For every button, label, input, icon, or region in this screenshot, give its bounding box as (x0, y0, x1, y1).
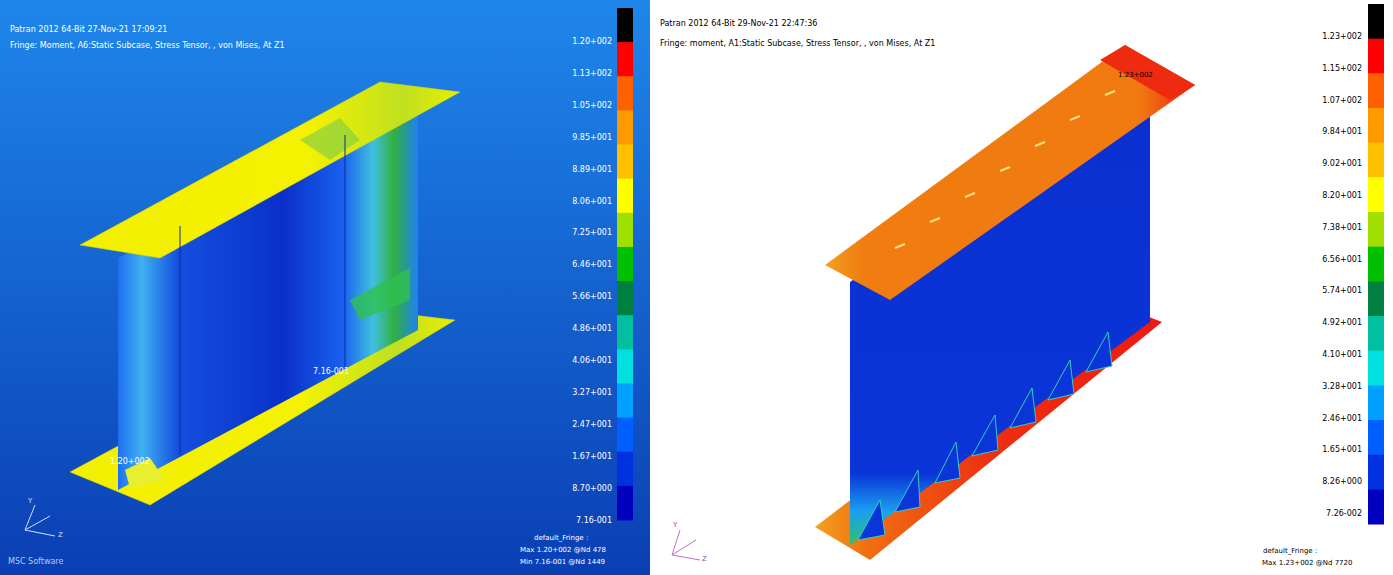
scale-value: 9.85+001 (572, 134, 612, 142)
axis-label: Y (28, 498, 32, 505)
color-bar-segment (1368, 489, 1384, 524)
axis-label: Y (673, 522, 677, 529)
color-bar-segment (617, 213, 633, 248)
scale-value: 1.15+002 (1322, 65, 1362, 73)
color-bar-segment (617, 281, 633, 316)
footer-text: Min 7.16-001 @Nd 1449 (520, 559, 605, 566)
color-bar-segment (1368, 73, 1384, 108)
scale-value: 8.89+001 (572, 166, 612, 174)
value-marker: 1.23+002 (1118, 72, 1153, 79)
header-text: Patran 2012 64-Bit 29-Nov-21 22:47:36 (660, 20, 817, 28)
scale-value: 1.65+001 (1322, 446, 1362, 454)
color-bar-segment (617, 349, 633, 384)
scale-value: 8.06+001 (572, 198, 612, 206)
color-bar-segment (617, 110, 633, 145)
axis-label: Z (702, 556, 707, 563)
color-bar-segment (617, 383, 633, 418)
color-bar-segment (617, 315, 633, 350)
scale-value: 7.38+001 (1322, 224, 1362, 232)
color-bar-segment (617, 42, 633, 77)
header-text: Fringe: moment, A1:Static Subcase, Stres… (660, 40, 935, 48)
color-bar-segment (1368, 39, 1384, 74)
header-text: Patran 2012 64-Bit 27-Nov-21 17:09:21 (10, 26, 167, 34)
scale-value: 8.26+000 (1322, 478, 1362, 486)
scale-value: 1.07+002 (1322, 97, 1362, 105)
scale-value: 4.86+001 (572, 325, 612, 333)
footer-text: Max 1.23+002 @Nd 7720 (1262, 560, 1352, 567)
scale-value: 9.02+001 (1322, 160, 1362, 168)
footer-text: default_Fringe : (1263, 548, 1317, 555)
value-marker: 1.20+002 (110, 458, 150, 466)
scale-value: 7.25+001 (572, 229, 612, 237)
scale-value: 4.06+001 (572, 357, 612, 365)
header-text: Fringe: Moment, A6:Static Subcase, Stres… (10, 42, 285, 50)
scale-value: 2.47+001 (572, 421, 612, 429)
color-bar-segment (617, 76, 633, 111)
color-bar-segment (1368, 351, 1384, 386)
color-bar-segment (1368, 108, 1384, 143)
color-bar-segment (1368, 281, 1384, 316)
scale-value: 3.27+001 (572, 389, 612, 397)
scale-value: 2.46+001 (1322, 415, 1362, 423)
axis-label: Z (58, 532, 63, 539)
scale-value: 1.23+002 (1322, 33, 1362, 41)
color-bar-segment (1368, 177, 1384, 212)
scale-value: 1.05+002 (572, 102, 612, 110)
scale-value: 6.56+001 (1322, 256, 1362, 264)
logo-text: MSC Software (8, 558, 63, 566)
footer-text: default_Fringe : (534, 535, 588, 542)
scale-value: 4.92+001 (1322, 319, 1362, 327)
color-bar-segment (1368, 316, 1384, 351)
color-bar-segment (617, 8, 633, 43)
scale-value: 1.13+002 (572, 70, 612, 78)
scale-value: 7.16-001 (576, 517, 612, 525)
scale-value: 7.26-002 (1326, 510, 1362, 518)
color-bar-segment (617, 418, 633, 453)
color-bar-segment (617, 179, 633, 214)
color-bar-segment (1368, 455, 1384, 490)
scale-value: 1.67+001 (572, 453, 612, 461)
color-bar-segment (617, 486, 633, 521)
color-bar-segment (617, 145, 633, 180)
color-bar-segment (617, 247, 633, 282)
scale-value: 8.70+000 (572, 485, 612, 493)
color-bar-segment (1368, 420, 1384, 455)
color-bar-segment (1368, 385, 1384, 420)
color-bar-segment (1368, 212, 1384, 247)
color-bar-segment (1368, 4, 1384, 39)
footer-text: Max 1.20+002 @Nd 478 (520, 547, 606, 554)
scale-value: 6.46+001 (572, 261, 612, 269)
scale-value: 5.66+001 (572, 293, 612, 301)
scale-value: 3.28+001 (1322, 383, 1362, 391)
value-marker: 7.16-001 (313, 368, 349, 376)
scale-value: 1.20+002 (572, 38, 612, 46)
scale-value: 5.74+001 (1322, 287, 1362, 295)
color-bar-segment (1368, 143, 1384, 178)
color-bar-segment (617, 452, 633, 487)
scale-value: 9.84+001 (1322, 128, 1362, 136)
color-bar-segment (1368, 247, 1384, 282)
scale-value: 8.20+001 (1322, 192, 1362, 200)
scale-value: 4.10+001 (1322, 351, 1362, 359)
